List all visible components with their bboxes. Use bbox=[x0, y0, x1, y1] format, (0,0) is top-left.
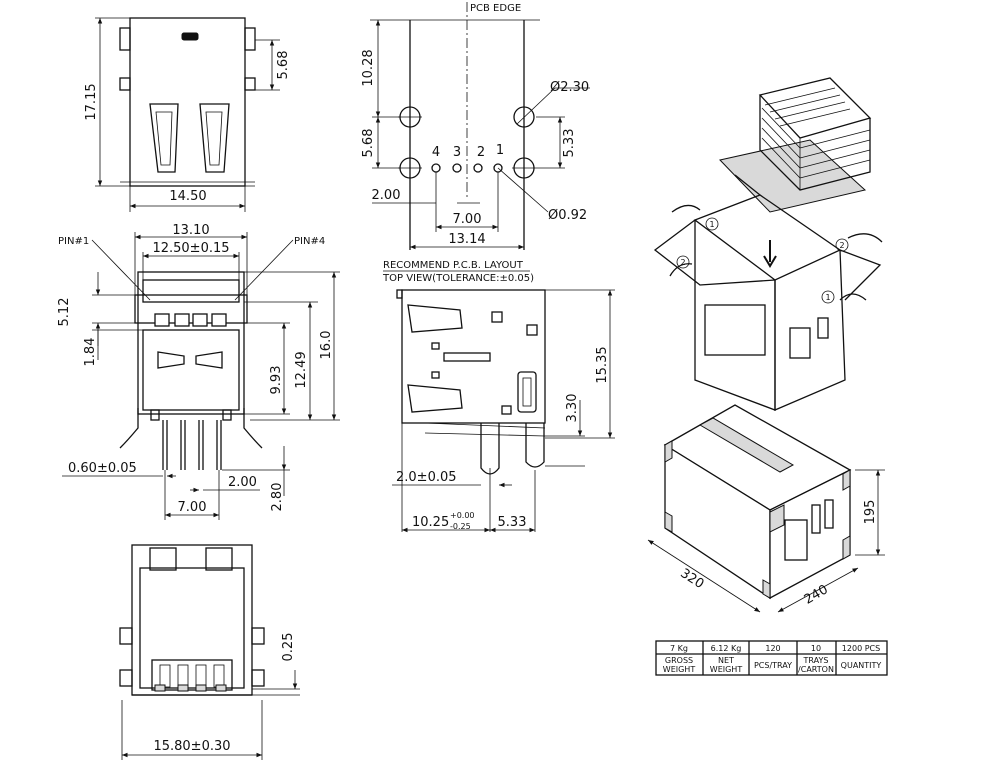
step-1-marker: 1 bbox=[709, 220, 714, 229]
pcb-dim-2-00: 2.00 bbox=[372, 188, 401, 203]
tray-stack bbox=[719, 77, 872, 213]
front-dim-9-93: 9.93 bbox=[269, 366, 284, 395]
side-caption-2: TOP VIEW(TOLERANCE:±0.05) bbox=[382, 273, 534, 284]
gross-weight-header-1: GROSS bbox=[665, 656, 693, 665]
front-dim-1-84: 1.84 bbox=[83, 338, 98, 367]
front-view: 13.10 12.50±0.15 PIN#1 PIN#4 5.12 1.84 9… bbox=[57, 223, 340, 520]
front-dim-13-10: 13.10 bbox=[172, 223, 209, 238]
pin-2-number: 2 bbox=[477, 145, 485, 160]
pcb-dim-10-28: 10.28 bbox=[361, 49, 376, 86]
bottom-dim-0-25: 0.25 bbox=[281, 633, 296, 662]
top-height-label: 17.15 bbox=[84, 83, 99, 120]
closed-carton: 320 240 195 bbox=[647, 404, 885, 613]
step-2-marker: 2 bbox=[839, 241, 844, 250]
carton-height: 195 bbox=[863, 500, 878, 525]
pcs-per-tray-header: PCS/TRAY bbox=[754, 661, 792, 670]
pcb-layout-view: PCB EDGE 4 3 2 1 10.28 5.68 Ø2.30 bbox=[361, 2, 590, 250]
trays-per-carton-value: 10 bbox=[811, 644, 821, 653]
side-dim-15-35: 15.35 bbox=[595, 346, 610, 383]
top-view: 17.15 5.68 14.50 bbox=[84, 17, 291, 212]
pin-4-label: PIN#4 bbox=[294, 236, 325, 247]
pcb-hole-diameter-big: Ø2.30 bbox=[550, 80, 589, 95]
side-dim-3-30: 3.30 bbox=[565, 394, 580, 423]
gross-weight-header-2: WEIGHT bbox=[663, 665, 696, 674]
front-dim-0-60: 0.60±0.05 bbox=[68, 461, 137, 476]
front-dim-16-0: 16.0 bbox=[319, 331, 334, 360]
side-caption-1: RECOMMEND P.C.B. LAYOUT bbox=[383, 260, 524, 271]
open-carton: 1 2 2 1 bbox=[653, 174, 883, 411]
pin-1-number: 1 bbox=[496, 143, 504, 158]
pcb-dim-5-33: 5.33 bbox=[562, 129, 577, 158]
side-dim-10-25: 10.25 bbox=[412, 515, 449, 530]
trays-header-1: TRAYS bbox=[803, 656, 829, 665]
pcb-edge-label: PCB EDGE bbox=[470, 3, 521, 14]
quantity-header: QUANTITY bbox=[841, 661, 882, 670]
front-dim-5-12: 5.12 bbox=[57, 298, 72, 327]
bottom-dim-width: 15.80±0.30 bbox=[153, 739, 230, 754]
pcb-dim-7-00: 7.00 bbox=[453, 212, 482, 227]
trays-header-2: /CARTON bbox=[798, 665, 834, 674]
front-dim-12-50: 12.50±0.15 bbox=[152, 241, 229, 256]
net-weight-header-2: WEIGHT bbox=[710, 665, 743, 674]
pcb-hole-diameter-small: Ø0.92 bbox=[548, 208, 587, 223]
pcb-dim-13-14: 13.14 bbox=[448, 232, 485, 247]
step-1b-marker: 1 bbox=[825, 293, 830, 302]
pcb-dim-5-68: 5.68 bbox=[361, 129, 376, 158]
pcs-per-tray-value: 120 bbox=[765, 644, 780, 653]
side-tol-minus: -0.25 bbox=[450, 522, 471, 531]
net-weight-value: 6.12 Kg bbox=[711, 644, 742, 653]
side-dim-5-33: 5.33 bbox=[498, 515, 527, 530]
step-2b-marker: 2 bbox=[680, 258, 685, 267]
packaging-illustration: 1 2 2 1 bbox=[647, 77, 888, 676]
top-gap-label: 5.68 bbox=[276, 51, 291, 80]
pin-3-number: 3 bbox=[453, 145, 461, 160]
top-width-label: 14.50 bbox=[169, 189, 206, 204]
carton-length: 320 bbox=[677, 566, 706, 592]
net-weight-header-1: NET bbox=[718, 656, 734, 665]
carton-width: 240 bbox=[802, 582, 831, 607]
front-dim-12-49: 12.49 bbox=[294, 351, 309, 388]
front-dim-2-80: 2.80 bbox=[270, 483, 285, 512]
side-view: RECOMMEND P.C.B. LAYOUT TOP VIEW(TOLERAN… bbox=[382, 260, 615, 533]
front-dim-7-00: 7.00 bbox=[178, 500, 207, 515]
pin-1-label: PIN#1 bbox=[58, 236, 89, 247]
gross-weight-value: 7 Kg bbox=[670, 644, 688, 653]
bottom-view: 0.25 15.80±0.30 bbox=[119, 544, 300, 760]
front-dim-2-00: 2.00 bbox=[228, 475, 257, 490]
pin-4-number: 4 bbox=[432, 145, 440, 160]
quantity-value: 1200 PCS bbox=[842, 644, 880, 653]
side-dim-2-0: 2.0±0.05 bbox=[396, 470, 457, 485]
side-tol-plus: +0.00 bbox=[450, 511, 475, 520]
packaging-table: 7 Kg 6.12 Kg 120 10 1200 PCS GROSS WEIGH… bbox=[655, 640, 888, 676]
